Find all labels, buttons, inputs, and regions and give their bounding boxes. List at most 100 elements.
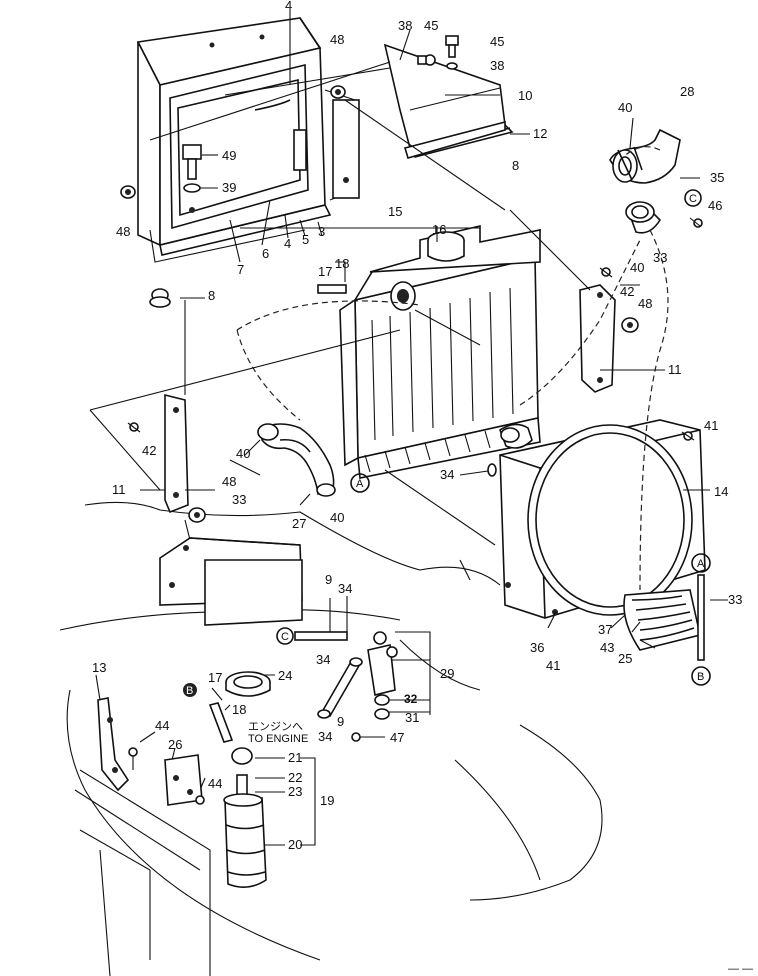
bolt-49	[182, 144, 202, 213]
svg-text:B: B	[697, 671, 704, 683]
callout-9: 9	[337, 714, 344, 729]
bolt-47	[351, 732, 361, 742]
callout-39: 39	[222, 180, 236, 195]
callout-38: 38	[490, 58, 504, 73]
ref-circle-b: B	[691, 666, 711, 686]
callout-32: 32	[404, 692, 418, 706]
callout-44: 44	[155, 718, 169, 733]
callout-46: 46	[708, 198, 722, 213]
ref-circle-c1: C	[684, 189, 702, 207]
bolt-42-left	[127, 422, 141, 433]
callout-34: 34	[316, 652, 330, 667]
fan-ring-14	[499, 419, 706, 619]
callout-10: 10	[518, 88, 532, 103]
ref-circle-c2: C	[276, 627, 294, 645]
callout-43: 43	[600, 640, 614, 655]
callout-48: 48	[330, 32, 344, 47]
callout-33: 33	[728, 592, 742, 607]
callout-40: 40	[330, 510, 344, 525]
callout-3: 3	[318, 224, 325, 239]
svg-text:C: C	[281, 631, 289, 643]
callout-5: 5	[302, 232, 309, 247]
machine-frame-outline	[59, 501, 603, 976]
callout-40: 40	[630, 260, 644, 275]
callout-22: 22	[288, 770, 302, 785]
callout-48: 48	[638, 296, 652, 311]
upper-hose-28	[609, 128, 681, 184]
engine-note-en: TO ENGINE	[248, 733, 308, 745]
callout-36: 36	[530, 640, 544, 655]
callout-37: 37	[598, 622, 612, 637]
callout-17: 17	[208, 670, 222, 685]
reserve-tank-20	[223, 747, 267, 888]
callout-26: 26	[168, 737, 182, 752]
callout-8: 8	[512, 158, 519, 173]
bolt-45-b	[445, 35, 459, 70]
radiator-inlet	[390, 281, 416, 311]
bolt-46	[689, 217, 703, 228]
ref-circle-a2: A	[691, 553, 711, 573]
callout-19: 19	[320, 793, 334, 808]
ref-circle-b2: B	[183, 683, 197, 697]
callout-11: 11	[668, 362, 682, 377]
svg-text:C: C	[689, 193, 697, 205]
callout-41: 41	[546, 658, 560, 673]
callout-45: 45	[490, 34, 504, 49]
pin-17-18-upper	[317, 284, 347, 294]
callout-4: 4	[284, 236, 291, 251]
callout-38: 38	[398, 18, 412, 33]
callout-40: 40	[236, 446, 250, 461]
callout-48: 48	[116, 224, 130, 239]
support-plate	[159, 537, 303, 626]
callout-6: 6	[262, 246, 269, 261]
callout-9: 9	[325, 572, 332, 587]
callout-8: 8	[208, 288, 215, 303]
bolt-34-ring	[487, 463, 497, 477]
nut-48-lower	[188, 507, 206, 523]
callout-49: 49	[222, 148, 236, 163]
svg-text:A: A	[697, 558, 705, 570]
overflow-pipe-25	[623, 574, 705, 661]
callout-18: 18	[232, 702, 246, 717]
engine-note-jp: エンジンへ	[248, 721, 303, 733]
callout-14: 14	[714, 484, 728, 499]
callout-11: 11	[112, 482, 126, 497]
top-cover-plate	[383, 43, 514, 159]
nut-31-32	[374, 694, 390, 720]
bracket-13	[97, 697, 130, 792]
hose-routing-lines	[236, 146, 669, 591]
callout-16: 16	[432, 222, 446, 237]
lower-hose-27	[257, 423, 336, 497]
callout-18: 18	[335, 256, 349, 271]
clamp-40-upper	[625, 201, 662, 234]
callout-12: 12	[533, 126, 547, 141]
callout-42: 42	[620, 284, 634, 299]
corner-mark: — —	[728, 963, 753, 975]
bracket-29	[367, 631, 398, 696]
leader-lines	[89, 10, 728, 846]
callout-35: 35	[710, 170, 724, 185]
callout-15: 15	[388, 204, 402, 219]
bolt-44-b	[195, 795, 205, 805]
pipe-9-lower	[317, 657, 363, 719]
bolt-42-right	[599, 267, 613, 278]
callout-27: 27	[292, 516, 306, 531]
grommet-8-left	[149, 288, 171, 308]
bracket-11-left	[164, 393, 189, 514]
pipe-9-upper	[294, 631, 348, 641]
callout-17: 17	[318, 264, 332, 279]
callout-24: 24	[278, 668, 292, 683]
callout-45: 45	[424, 18, 438, 33]
callout-29: 29	[440, 666, 454, 681]
bolt-44-a	[128, 747, 138, 770]
callout-34: 34	[338, 581, 352, 596]
callout-13: 13	[92, 660, 106, 675]
callout-40: 40	[618, 100, 632, 115]
callout-7: 7	[237, 262, 244, 277]
callout-23: 23	[288, 784, 302, 799]
radiator-outlet	[499, 423, 533, 449]
nut-48-top	[330, 85, 346, 99]
callout-42: 42	[142, 443, 156, 458]
callout-labels: 4 48 38 45 45 38 10 12 28 40 35 49 39 8 …	[92, 0, 742, 852]
